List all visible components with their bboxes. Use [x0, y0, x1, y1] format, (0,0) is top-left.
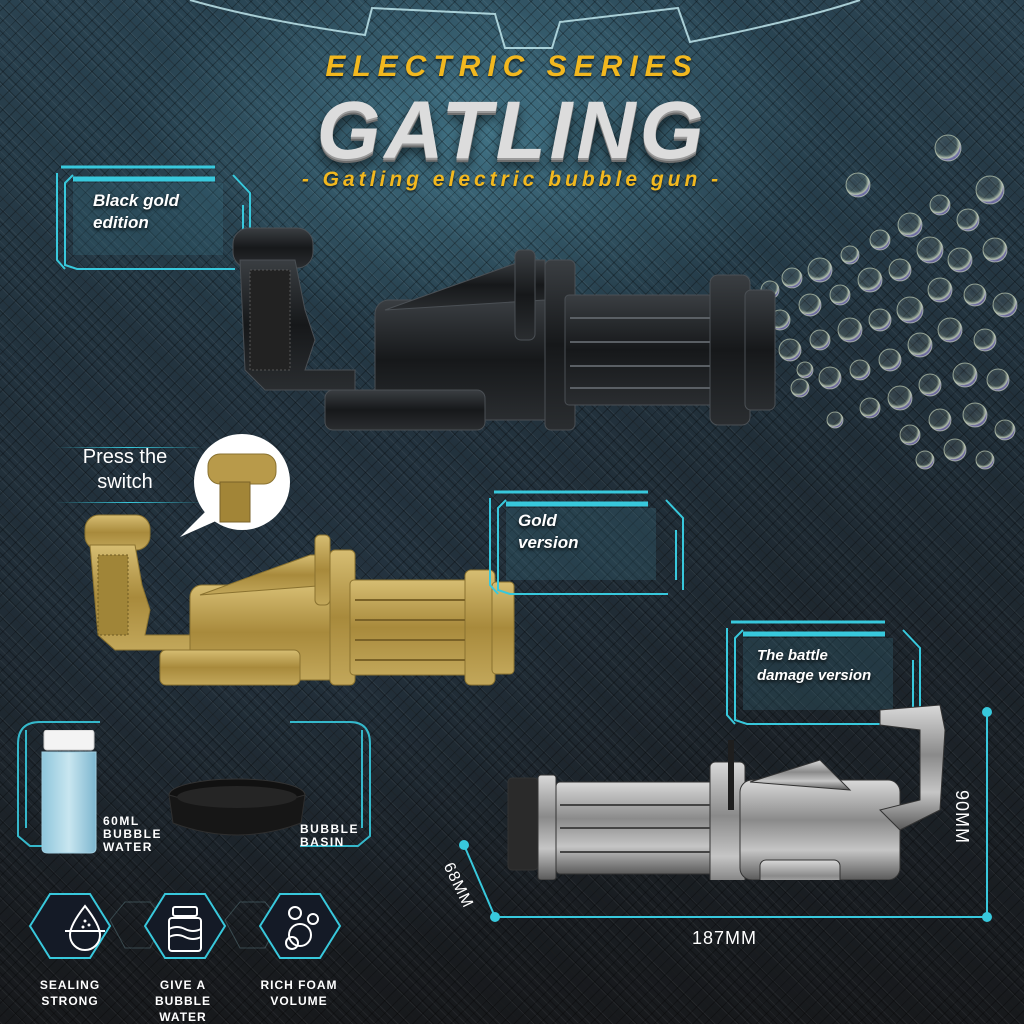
accessory-line: WATER	[103, 840, 153, 854]
bubbles-icon	[285, 906, 319, 950]
callout-line-bottom	[55, 502, 205, 503]
edition-box-battle-damage: The battle damage version	[725, 620, 925, 728]
edition-box-black-gold: Black gold edition	[55, 165, 255, 275]
press-switch-callout: Press the switch	[60, 445, 190, 495]
feature-foam-label: RICH FOAM VOLUME	[244, 977, 354, 1009]
edition-label-line2: damage version	[757, 667, 872, 684]
feature-line: BUBBLE	[155, 994, 211, 1008]
water-drop-icon	[65, 904, 105, 951]
accessory-line: BUBBLE	[300, 822, 359, 836]
accessories-frame	[17, 721, 371, 847]
jar-icon	[168, 906, 202, 952]
callout-line1: Press the	[82, 446, 168, 468]
edition-label-line2: edition	[93, 213, 149, 232]
accessory-bubble-basin-label: BUBBLE BASIN	[300, 823, 359, 849]
hud-frame-icon	[726, 620, 921, 725]
feature-line: SEALING	[39, 978, 101, 992]
top-arc-decoration	[189, 0, 861, 49]
edition-box-gold: Gold version	[488, 490, 688, 598]
accessory-line: 60ML	[103, 814, 140, 828]
battle-damage-gatling-gun	[507, 704, 946, 880]
dimension-length: 187MM	[692, 928, 758, 948]
hex-water	[143, 893, 227, 959]
feature-line: STRONG	[41, 994, 99, 1008]
bubbles-cluster-icon	[745, 134, 1018, 470]
feature-line: VOLUME	[270, 994, 328, 1008]
gold-gatling-gun	[84, 514, 515, 686]
subtitle: - Gatling electric bubble gun -	[301, 168, 723, 191]
accessory-bubble-water-label: 60ML BUBBLE WATER	[103, 815, 162, 854]
feature-line: RICH FOAM	[260, 978, 338, 992]
edition-label-line1: The battle	[757, 647, 828, 664]
basin-icon	[168, 778, 306, 836]
hud-frame-icon	[56, 165, 251, 270]
feature-sealing-label: SEALING STRONG	[15, 977, 125, 1009]
callout-line2: switch	[97, 471, 153, 493]
callout-line-top	[55, 447, 205, 448]
hex-sealing	[28, 893, 112, 959]
series-heading: ELECTRIC SERIES	[325, 50, 699, 83]
hud-frame-icon	[489, 490, 684, 595]
accessory-line: BUBBLE	[103, 827, 162, 841]
dimension-lines	[459, 707, 992, 922]
switch-zoom-bubble	[180, 434, 290, 537]
accessory-line: BASIN	[300, 835, 345, 849]
feature-hexagons	[28, 893, 342, 959]
feature-line: WATER	[159, 1010, 207, 1024]
feature-bubble-water-label: GIVE A BUBBLE WATER	[128, 977, 238, 1024]
bottle-icon	[41, 730, 97, 854]
edition-label-line1: Black gold	[93, 191, 179, 210]
edition-label-line2: version	[518, 533, 579, 552]
dimension-height: 90MM	[952, 790, 972, 845]
black-gold-gatling-gun	[232, 227, 776, 431]
main-title: GATLING	[316, 85, 708, 176]
hex-foam	[258, 893, 342, 959]
edition-label-line1: Gold	[518, 511, 557, 530]
feature-line: GIVE A	[159, 978, 207, 992]
